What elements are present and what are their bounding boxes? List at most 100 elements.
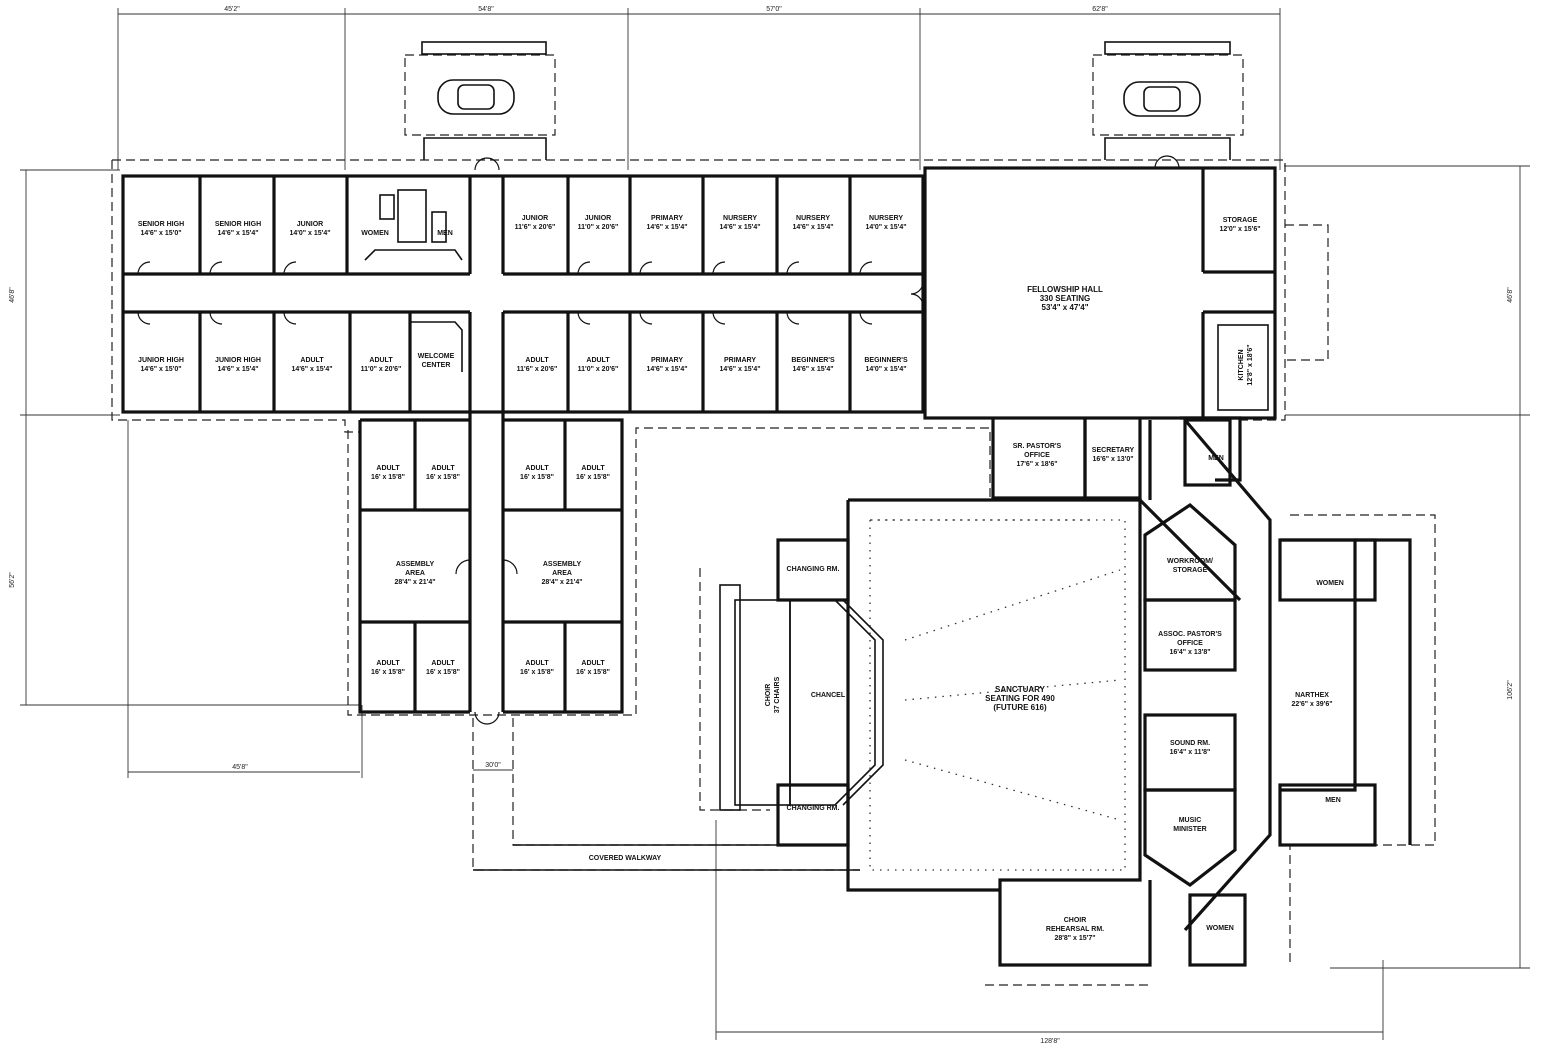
room-men-top: MEN [437, 230, 453, 237]
car-icon [1123, 81, 1201, 117]
room-name-label: ADULT [300, 357, 324, 364]
room-men-right: MEN [1325, 797, 1341, 804]
room-name-label: BEGINNER'S [864, 357, 908, 364]
room-name-label: SENIOR HIGH [215, 221, 261, 228]
room-name-label: ASSEMBLY [396, 561, 435, 568]
dim-right-2: 106'2" [1507, 680, 1514, 700]
room-name-label: NURSERY [723, 215, 757, 222]
room-name-label: MEN [1208, 455, 1224, 462]
room-name-label: CHOIR [765, 684, 772, 707]
room-name-label: PRIMARY [651, 357, 683, 364]
room-name-label: ADULT [376, 660, 400, 667]
room-name-label: OFFICE [1024, 452, 1050, 459]
room-name-label: WOMEN [1316, 580, 1344, 587]
room-size-label: 53'4" x 47'4" [1042, 303, 1089, 312]
room-name-label: SECRETARY [1092, 447, 1135, 454]
room-chancel: CHANCEL [811, 692, 846, 699]
room-name-label: CHANGING RM. [787, 566, 840, 573]
room-size-label: 16' x 15'8" [426, 669, 460, 676]
room-name-label: ADULT [525, 660, 549, 667]
room-name-label: 37 CHAIRS [774, 676, 781, 713]
room-adult-s2: ADULT 16' x 15'8" [426, 465, 460, 481]
room-name-label: ADULT [376, 465, 400, 472]
room-size-label: 12'8" x 18'6" [1247, 344, 1254, 385]
room-workroom: WORKROOM/STORAGE [1167, 558, 1213, 574]
room-name-label: ASSOC. PASTOR'S [1158, 631, 1222, 638]
sanctuary-walls [719, 498, 1152, 967]
parking-curb [421, 41, 547, 55]
room-size-label: 14'6" x 15'0" [140, 230, 181, 237]
dim-left-2: 56'2" [9, 572, 16, 588]
room-name-label: REHEARSAL RM. [1046, 926, 1104, 933]
room-name-label: KITCHEN [1238, 349, 1245, 380]
dim-right-1: 46'8" [1507, 287, 1514, 303]
room-name-label: STORAGE [1223, 217, 1258, 224]
room-size-label: 16' x 15'8" [576, 474, 610, 481]
room-size-label: 11'6" x 20'6" [517, 366, 558, 373]
room-size-label: 16' x 15'8" [371, 474, 405, 481]
room-name-label: CHOIR [1064, 917, 1087, 924]
room-men-mid: MEN [1208, 455, 1224, 462]
room-size-label: 12'0" x 15'6" [1219, 226, 1260, 233]
room-senior-high-1: SENIOR HIGH 14'6" x 15'0" [138, 221, 184, 237]
room-size-label: 11'0" x 20'6" [578, 366, 619, 373]
parking-curb [1104, 41, 1231, 55]
room-name-label: SEATING FOR 490 [985, 694, 1055, 703]
room-women-right: WOMEN [1316, 580, 1344, 587]
room-name-label: STORAGE [1173, 567, 1208, 574]
room-changing-bot: CHANGING RM. [787, 805, 840, 812]
room-size-label: 16' x 15'8" [426, 474, 460, 481]
room-name-label: ADULT [431, 465, 455, 472]
room-name-label: JUNIOR [585, 215, 611, 222]
room-size-label: 14'6" x 15'4" [792, 366, 833, 373]
room-changing-top: CHANGING RM. [787, 566, 840, 573]
dimension-texts: 45'2" 54'8" 57'0" 62'8" 46'8" 56'2" 46'8… [9, 6, 1514, 1045]
car-icon [437, 79, 515, 115]
room-name-label: MINISTER [1173, 826, 1206, 833]
room-size-label: 14'6" x 15'4" [217, 366, 258, 373]
room-beginners-2: BEGINNER'S14'0" x 15'4" [864, 357, 908, 373]
room-size-label: 28'4" x 21'4" [394, 579, 435, 586]
room-name-label: NARTHEX [1295, 692, 1329, 699]
room-name-label: ASSEMBLY [543, 561, 582, 568]
room-name-label: PRIMARY [724, 357, 756, 364]
office-walls [991, 416, 1242, 500]
room-name-label: SENIOR HIGH [138, 221, 184, 228]
room-name-label: WOMEN [1206, 925, 1234, 932]
fellowship-hall-walls [923, 166, 1329, 420]
room-name-label: SOUND RM. [1170, 740, 1210, 747]
room-sound: SOUND RM.16'4" x 11'8" [1170, 740, 1211, 756]
room-name-label: ADULT [581, 660, 605, 667]
room-size-label: 16' x 15'8" [520, 474, 554, 481]
dim-left-1: 46'8" [9, 287, 16, 303]
room-name-label: WORKROOM/ [1167, 558, 1213, 565]
room-name-label: NURSERY [796, 215, 830, 222]
door-swings [137, 155, 1180, 725]
